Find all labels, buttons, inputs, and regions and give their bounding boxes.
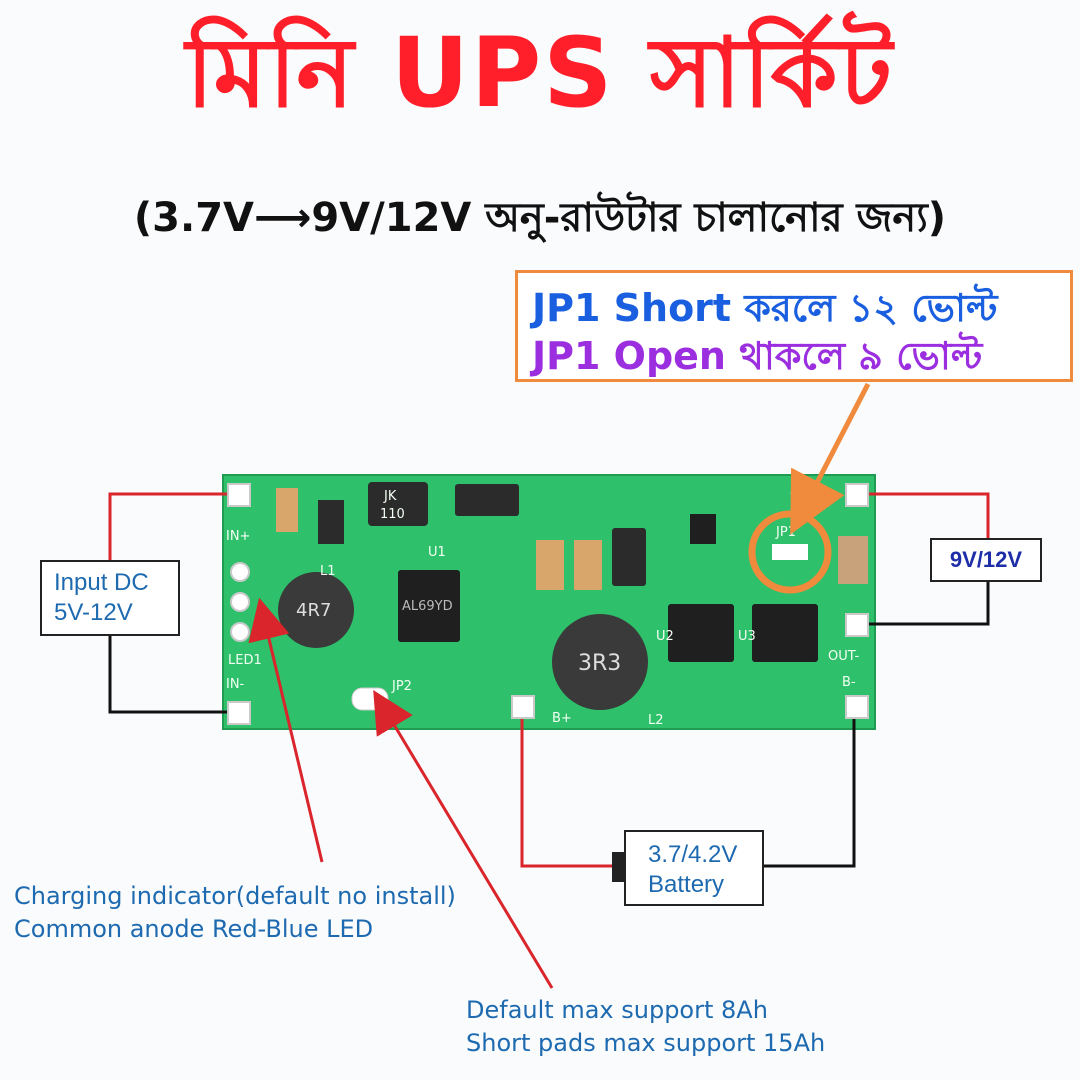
jumper-open-text: JP1 Open থাকলে ৯ ভোল্ট [532, 334, 983, 378]
silk-u3: U3 [738, 629, 756, 644]
battery-capacity-note: Default max support 8Ah Short pads max s… [466, 994, 825, 1060]
silk-out-minus: OUT- [828, 649, 859, 664]
cap-c2 [536, 540, 564, 590]
silk-u2: U2 [656, 629, 674, 644]
battery-label-line1: 3.7/4.2V [648, 841, 738, 868]
led-pad-3 [230, 622, 250, 642]
led-pointer-arrow [248, 597, 324, 863]
input-dc-label: Input DC 5V-12V [40, 560, 180, 636]
charging-note-line2: Common anode Red-Blue LED [14, 915, 374, 943]
output-voltage-label: 9V/12V [930, 538, 1042, 582]
capacity-note-line2: Short pads max support 15Ah [466, 1029, 826, 1057]
input-negative-wire [108, 636, 238, 714]
battery-terminal [612, 852, 624, 882]
diode-d2 [318, 500, 344, 544]
cap-c3 [574, 540, 602, 590]
ic-u1-marking: AL69YD [402, 599, 453, 614]
ic-u3 [752, 604, 818, 662]
jp2-pads [351, 687, 389, 711]
pad-out-minus [845, 613, 869, 637]
diode-d3 [612, 528, 646, 586]
silk-l2: L2 [648, 713, 664, 728]
pad-b-plus [511, 695, 535, 719]
silk-b-plus: B+ [552, 711, 572, 726]
pcb-pads [227, 483, 869, 725]
silk-b-minus: B- [842, 675, 856, 690]
charging-indicator-note: Charging indicator(default no install) C… [14, 880, 456, 946]
pad-in-minus [227, 701, 251, 725]
led-pad-2 [230, 592, 250, 612]
page-title: মিনি UPS সার্কিট [185, 17, 895, 129]
page-subtitle: (3.7V⟶9V/12V অনু-রাউটার চালানোর জন্য) [133, 195, 947, 241]
inductor-l2 [552, 614, 648, 710]
jp1-pads [772, 544, 808, 560]
cap-c1 [276, 488, 298, 532]
jumper-short-text: JP1 Short করলে ১২ ভোল্ট [532, 286, 998, 330]
battery-label: 3.7/4.2V Battery [624, 830, 764, 906]
inductor-l1-marking: 4R7 [296, 600, 331, 621]
ic-u1 [398, 570, 460, 642]
silk-led1: LED1 [228, 653, 262, 668]
transistor [690, 514, 716, 544]
diode-jk110 [368, 482, 428, 526]
output-positive-wire [856, 492, 990, 538]
input-label-line1: Input DC [54, 569, 149, 596]
input-positive-wire [108, 492, 238, 560]
led-pad-1 [230, 562, 250, 582]
silk-u1: U1 [428, 545, 446, 560]
pad-b-minus [845, 695, 869, 719]
inductor-l1 [278, 572, 354, 648]
charging-note-line1: Charging indicator(default no install) [14, 882, 456, 910]
diode-marking-2: 110 [380, 507, 405, 522]
battery-label-line2: Battery [648, 871, 725, 898]
silk-jp2: JP2 [391, 679, 412, 694]
jp2-pointer-arrow [373, 689, 554, 989]
inductor-l2-marking: 3R3 [578, 651, 621, 676]
battery-positive-wire [520, 708, 612, 868]
capacity-note-line1: Default max support 8Ah [466, 996, 768, 1024]
jp1-highlight-circle [748, 510, 832, 594]
output-negative-wire [856, 582, 990, 626]
silk-in-minus: IN- [226, 677, 245, 692]
jp1-pointer-arrow [790, 382, 871, 535]
diode-d1 [455, 484, 519, 516]
silk-jp1: JP1 [775, 525, 796, 540]
silk-l1: L1 [320, 564, 336, 579]
pad-in-plus [227, 483, 251, 507]
diode-marking-1: JK [383, 489, 397, 504]
battery-negative-wire [764, 708, 856, 868]
pad-out-plus [845, 483, 869, 507]
cap-out [838, 536, 868, 584]
jumper-note-box: JP1 Short করলে ১২ ভোল্ট JP1 Open থাকলে ৯… [515, 270, 1073, 382]
silk-in-plus: IN+ [226, 529, 250, 544]
ic-u2 [668, 604, 734, 662]
input-label-line2: 5V-12V [54, 599, 133, 626]
